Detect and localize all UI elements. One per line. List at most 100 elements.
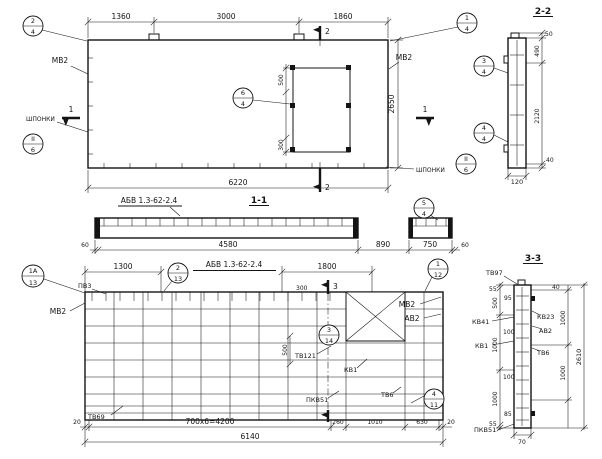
panel-section-outline: [408, 217, 453, 239]
cut-arrow: [63, 119, 69, 126]
dim-120: 120: [511, 178, 523, 186]
label-tv121: ТВ121: [294, 352, 316, 360]
cut2-label-top: 2: [325, 27, 330, 36]
dim-20-left: 20: [73, 419, 81, 426]
section-2-2-title: 2-2: [535, 7, 551, 17]
dim-40: 40: [552, 284, 560, 291]
callout-sheet: 4: [422, 210, 426, 218]
section-3-3: 3-3 ТВ97 55 500 1000 1000 55 95 100 100 …: [472, 254, 588, 446]
callout-num: 3: [327, 326, 331, 334]
dim-85: 85: [504, 411, 512, 418]
section-1-1-mark: АБВ 1.3-62-2.4: [121, 196, 178, 205]
label-av2: АВ2: [404, 314, 419, 323]
plan-view: 2 2 1 1 1360 3000 1860 6220 2650 500 300: [22, 12, 478, 193]
label-tv6: ТВ6: [536, 349, 550, 357]
dim-630: 630: [416, 419, 428, 426]
callout-sheet: 6: [464, 166, 468, 174]
lifting-loop: [293, 33, 305, 41]
callout-num: II: [31, 135, 35, 143]
callout-num: 4: [432, 390, 436, 398]
callout-num: II: [464, 155, 468, 163]
dim-1360: 1360: [111, 12, 130, 21]
dim-890: 890: [376, 240, 391, 249]
callout-sheet: 4: [241, 100, 245, 108]
callout-sheet: 13: [29, 279, 37, 287]
dim-100-a: 100: [503, 329, 515, 336]
key-notch: [503, 144, 509, 153]
dim-750: 750: [423, 240, 438, 249]
cut-arrow: [313, 184, 320, 190]
panel-section-outline: [513, 284, 532, 429]
label-kv1: КВ1: [475, 342, 488, 350]
label-kv23: КВ23: [537, 313, 554, 321]
callout-sheet: 4: [482, 68, 486, 76]
section-1-1: АБВ 1.3-62-2.4 1-1 5 4 60 4580: [81, 196, 469, 254]
dim-300: 300: [296, 285, 308, 292]
dim-2650: 2650: [387, 94, 396, 113]
dim-6220: 6220: [228, 178, 247, 187]
dim-1000-r2: 1000: [560, 365, 567, 380]
callout-sheet: 4: [465, 25, 469, 33]
callout-num: 1: [436, 260, 440, 268]
dim-260: 260: [332, 419, 344, 426]
dim-2610: 2610: [575, 349, 583, 366]
label-tv97: ТВ97: [485, 269, 503, 277]
dim-60-right: 60: [461, 242, 469, 249]
callout-num: 3: [482, 57, 486, 65]
callout-num: 2: [31, 17, 35, 25]
opening-outline: [292, 67, 351, 153]
label-pkv51: ПКВ51: [306, 396, 328, 404]
callout-num: 1А: [29, 267, 38, 275]
dim-6140: 6140: [240, 432, 259, 441]
dim-490: 490: [534, 45, 541, 57]
label-kv41: КВ41: [472, 318, 489, 326]
cut-arrow: [321, 412, 328, 418]
label-av2: АВ2: [539, 327, 552, 335]
callout-sheet: 4: [31, 28, 35, 36]
dim-300: 300: [278, 139, 285, 151]
cut3-label: 3: [333, 282, 338, 291]
elevation-mark: АБВ 1.3-62-2.4: [206, 260, 263, 269]
callout-sheet: 12: [434, 271, 442, 279]
dim-1010: 1010: [367, 419, 382, 426]
elevation-view: 1А 13 1300 2 13 АБВ 1.3-62-2.4 1800 1 12: [21, 258, 455, 447]
key-notch: [503, 55, 509, 64]
dim-55-bottom: 55: [489, 421, 497, 428]
dim-70: 70: [518, 439, 526, 446]
label-tv6: ТВ6: [380, 391, 394, 399]
cut1-label-left: 1: [69, 105, 74, 114]
dim-2120: 2120: [534, 108, 541, 123]
callout-sheet: 13: [174, 275, 182, 283]
cut2-label-bottom: 2: [325, 183, 330, 192]
dim-1000-a: 1000: [492, 337, 499, 352]
dim-3000: 3000: [216, 12, 235, 21]
callout-sheet: 4: [482, 135, 486, 143]
lifting-loop: [510, 32, 520, 39]
dim-700x6: 700x6=4200: [186, 417, 235, 426]
section-1-1-title: 1-1: [251, 196, 267, 206]
dim-55-top: 55: [489, 286, 497, 293]
callout-num: 6: [241, 89, 245, 97]
label-kv1: КВ1: [344, 366, 357, 374]
cut1-label-right: 1: [423, 105, 428, 114]
callout-num: 5: [422, 199, 426, 207]
lifting-loop: [517, 279, 526, 286]
dim-60-left: 60: [81, 242, 89, 249]
elevation-outline: [84, 291, 444, 421]
cut-arrow: [321, 282, 328, 288]
label-keys-right: ШПОНКИ: [416, 167, 445, 174]
dim-1860: 1860: [333, 12, 352, 21]
lifting-loop: [148, 33, 160, 41]
dim-1300: 1300: [113, 262, 132, 271]
cut-arrow: [426, 119, 432, 126]
section-2-2: 2-2 50 490 2120 40 120 3 4 4 4: [473, 7, 554, 186]
label-mv2-right: МВ2: [396, 53, 413, 62]
dim-500: 500: [278, 74, 285, 86]
dim-40: 40: [546, 157, 554, 164]
label-mv2-left: МВ2: [50, 307, 67, 316]
callout-num: 1: [465, 14, 469, 22]
callout-sheet: 6: [31, 146, 35, 154]
dim-20-right: 20: [447, 419, 455, 426]
panel-section-outline: [94, 217, 359, 239]
